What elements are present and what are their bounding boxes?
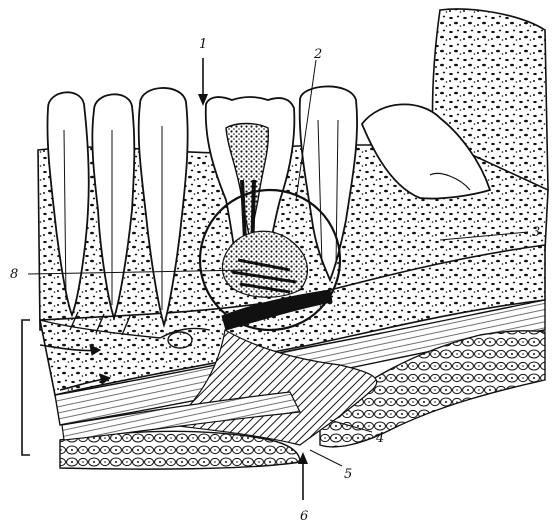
label-2: 2 (313, 47, 322, 62)
label-8: 8 (10, 267, 18, 282)
region-bracket (22, 320, 30, 455)
label-3: 3 (532, 225, 540, 240)
label-5: 5 (344, 467, 352, 482)
label-4: 4 (375, 431, 384, 446)
arrow-1 (198, 58, 208, 106)
label-1: 1 (199, 37, 207, 52)
label-6: 6 (300, 509, 308, 524)
